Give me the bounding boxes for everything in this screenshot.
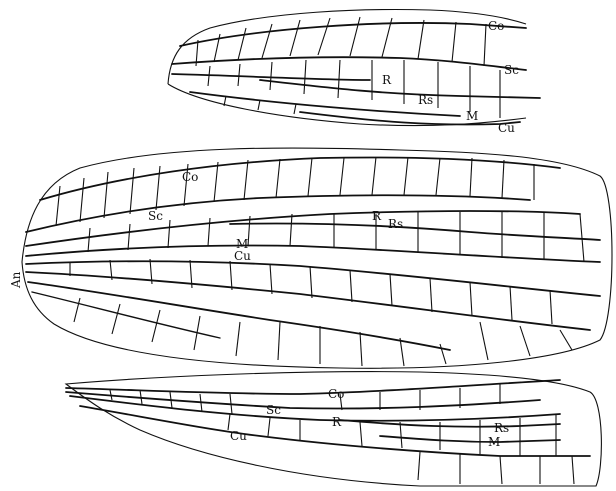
middle-wing-m-vein [26,245,600,262]
middle-wing-label-r: R [372,209,382,223]
top-wing-label-cu: Cu [498,121,515,135]
middle-wing-label-co: Co [182,170,198,184]
top-wing-label-co: Co [488,19,504,33]
middle-wing-label-cu: Cu [234,249,251,263]
top-wing-label-r: R [382,73,392,87]
bottom-wing-m-vein [380,436,560,442]
top-wing-outline [168,10,526,84]
top-wing-label-m: M [466,109,478,123]
top-wing-label-rs: Rs [418,93,433,107]
middle-wing: Co Sc R Rs M Cu An [9,148,612,368]
bottom-wing-label-rs: Rs [494,421,509,435]
bottom-wing-label-r: R [332,415,342,429]
middle-wing-label-an: An [9,271,23,289]
bottom-wing-label-m: M [488,435,500,449]
middle-wing-r-vein [26,211,580,246]
bottom-wing-label-sc: Sc [266,403,281,417]
bottom-wing: Co Sc R Rs M Cu [66,372,601,486]
middle-wing-label-rs: Rs [388,217,403,231]
top-wing-sc-vein [172,57,526,70]
bottom-wing-label-cu: Cu [230,429,247,443]
middle-wing-label-sc: Sc [148,209,163,223]
middle-wing-co-vein [40,157,560,200]
bottom-wing-cu-vein [80,406,590,456]
middle-wing-an-vein-1 [26,272,590,330]
top-wing-crossveins [196,17,500,118]
top-wing-label-sc: Sc [504,63,519,77]
bottom-wing-label-co: Co [328,387,344,401]
top-wing-rs-vein [260,80,540,98]
middle-wing-sc-vein [26,195,530,232]
top-wing: Co Sc R Rs M Cu [168,10,540,135]
